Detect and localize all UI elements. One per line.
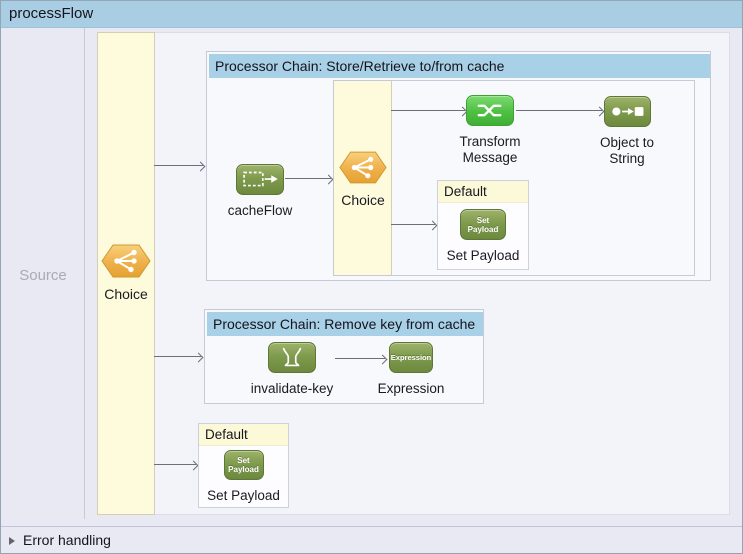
set-payload-icon-text: Set Payload: [228, 456, 259, 474]
expression-node[interactable]: Expression Expression: [361, 342, 461, 397]
remove-chain-header[interactable]: Processor Chain: Remove key from cache: [207, 312, 483, 336]
set-payload-icon: Set Payload: [460, 209, 506, 240]
transform-message-label: Transform Message: [459, 134, 521, 165]
source-section-label[interactable]: Source: [19, 267, 67, 284]
set-payload-node[interactable]: Set Payload Set Payload: [199, 446, 288, 504]
arrow-choice-to-cache-chain: [154, 165, 203, 166]
set-payload-icon: Set Payload: [223, 450, 264, 480]
main-default-route-header[interactable]: Default: [199, 424, 288, 446]
arrow-invalidate-to-expression: [335, 358, 385, 359]
cache-chain-header[interactable]: Processor Chain: Store/Retrieve to/from …: [209, 54, 710, 78]
object-to-string-node[interactable]: Object to String: [577, 96, 677, 167]
invalidate-key-icon: [268, 342, 316, 373]
arrow-transform-to-object: [516, 110, 602, 111]
choice-node[interactable]: Choice: [96, 244, 156, 302]
source-divider: [84, 28, 85, 519]
main-default-route: Default Set Payload Set Payload: [198, 423, 289, 508]
transform-message-node[interactable]: Transform Message: [440, 95, 540, 166]
arrow-choice-to-default: [391, 224, 435, 225]
expression-label: Expression: [377, 381, 445, 396]
object-to-string-label: Object to String: [599, 135, 655, 166]
set-payload-icon-text: Set Payload: [467, 215, 499, 234]
arrow-choice-to-default-route: [154, 464, 196, 465]
expression-icon: Expression: [389, 342, 433, 373]
transform-message-icon: [466, 95, 514, 126]
cacheflow-node[interactable]: cacheFlow: [210, 164, 310, 219]
choice-node-label: Choice: [104, 286, 148, 302]
remove-processor-chain: Processor Chain: Remove key from cache i…: [204, 309, 484, 404]
arrow-choice-to-remove-chain: [154, 356, 201, 357]
arrow-choice-to-transform: [391, 110, 465, 111]
flow-title-bar[interactable]: processFlow: [1, 1, 742, 28]
inner-choice-node[interactable]: Choice: [335, 151, 391, 208]
cache-processor-chain: Processor Chain: Store/Retrieve to/from …: [206, 51, 711, 281]
error-handling-label: Error handling: [23, 532, 111, 548]
cache-choice-scope: Choice: [333, 80, 695, 276]
choice-router-icon: [339, 151, 387, 184]
invalidate-key-node[interactable]: invalidate-key: [242, 342, 342, 397]
expression-icon-text: Expression: [390, 353, 432, 362]
flow-title: processFlow: [9, 5, 94, 22]
set-payload-label: Set Payload: [446, 248, 520, 263]
set-payload-label: Set Payload: [207, 488, 280, 503]
error-handling-bar[interactable]: Error handling: [1, 526, 742, 553]
choice-router-icon: [101, 244, 151, 278]
flow-reference-icon: [236, 164, 284, 195]
inner-choice-node-label: Choice: [341, 192, 385, 208]
cache-default-route: Default Set Payload Set Payload: [437, 180, 529, 270]
cache-default-route-header[interactable]: Default: [438, 181, 528, 203]
expand-collapsed-triangle-icon[interactable]: [9, 537, 15, 546]
set-payload-node[interactable]: Set Payload Set Payload: [438, 203, 528, 264]
arrow-cacheflow-to-choice: [285, 178, 331, 179]
cacheflow-node-label: cacheFlow: [227, 203, 293, 218]
invalidate-key-label: invalidate-key: [250, 381, 334, 396]
object-to-string-icon: [603, 96, 651, 127]
